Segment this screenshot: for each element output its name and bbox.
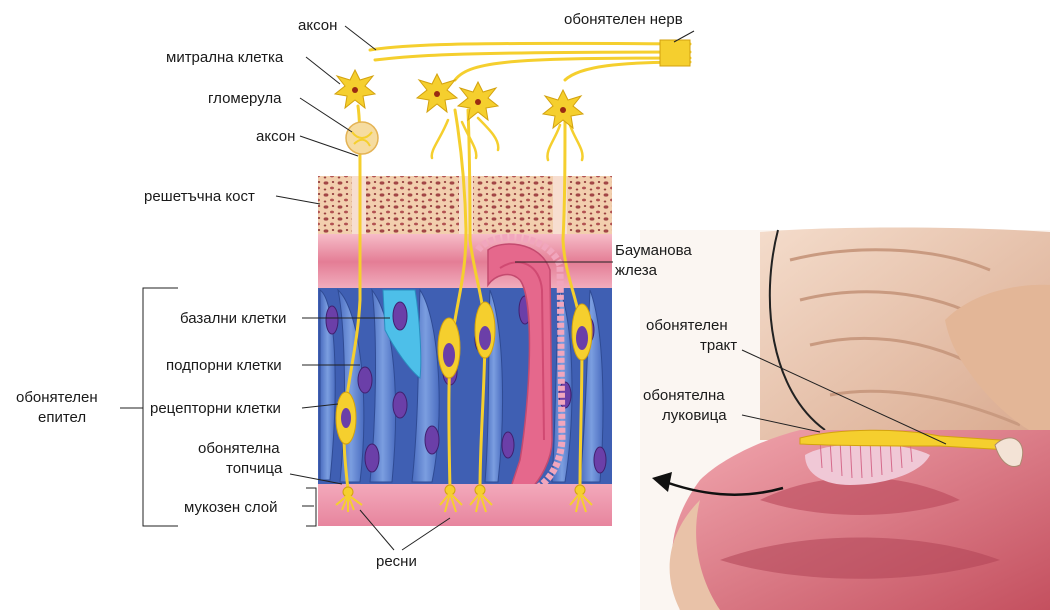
- skull-line: [768, 229, 826, 431]
- axon-bundle-2: [373, 50, 692, 62]
- label-receptor-cells: рецепторни клетки: [150, 400, 281, 417]
- label-olfactory-epithelium-line1: обонятелен: [16, 389, 98, 406]
- label-olfactory-tract-line1: обонятелен: [646, 317, 728, 334]
- label-olfactory-knob-line1: обонятелна: [198, 440, 280, 457]
- label-olfactory-bulb-line2: луковица: [662, 407, 727, 424]
- label-ethmoid-bone: решетъчна кост: [144, 188, 255, 205]
- label-olfactory-tract-line2: тракт: [700, 337, 737, 354]
- mucous-layer: [318, 484, 612, 526]
- olfactory-epithelium-patch: [805, 443, 930, 485]
- glomerulus-fibers: [351, 131, 373, 147]
- label-mitral-cell: митрална клетка: [166, 49, 284, 66]
- nerve-bundle-end: [659, 39, 691, 67]
- nasal-concha-lower: [720, 537, 1000, 579]
- neurons: [342, 41, 692, 492]
- mitral-cell-3: [456, 80, 500, 122]
- label-olfactory-nerve: обонятелен нерв: [564, 11, 683, 28]
- bowman-gland: [475, 233, 566, 496]
- nasal-concha-upper: [760, 477, 960, 515]
- label-cilia: ресни: [376, 553, 417, 570]
- axon-bundle-3: [453, 56, 692, 82]
- brain-frontal-lobe: [760, 227, 1050, 440]
- epithelium: [318, 288, 612, 484]
- cilia: [335, 492, 593, 513]
- label-axon-top: аксон: [298, 17, 337, 34]
- receptor-nuclei: [341, 326, 588, 428]
- nose-skin: [669, 500, 720, 610]
- label-axon: аксон: [256, 128, 295, 145]
- olfactory-knobs: [342, 484, 586, 498]
- mitral-cell-1: [333, 68, 377, 110]
- label-bowman-gland-line2: жлеза: [615, 262, 658, 279]
- receptor-axon-4: [561, 108, 584, 492]
- label-basal-cells: базални клетки: [180, 310, 286, 327]
- receptor-axon-2: [447, 108, 468, 492]
- mitral-cell-2: [415, 72, 459, 114]
- receptor-axon-3: [466, 108, 487, 492]
- label-bowman-gland-line1: Бауманова: [615, 242, 692, 259]
- labels: аксон обонятелен нерв митрална клетка гл…: [16, 11, 737, 570]
- axon-bundle-1: [368, 41, 692, 52]
- label-olfactory-epithelium-line2: епител: [38, 409, 86, 426]
- label-olfactory-knob-line2: топчица: [226, 460, 283, 477]
- label-olfactory-bulb-line1: обонятелна: [643, 387, 725, 404]
- mitral-cells: [333, 68, 585, 130]
- airflow-arrow: [659, 478, 784, 496]
- optic-structure: [994, 437, 1024, 467]
- label-mucous-layer: мукозен слой: [184, 499, 278, 516]
- basal-cell: [382, 289, 422, 379]
- brain-folds: [789, 248, 1021, 427]
- head-section: [640, 227, 1050, 610]
- dendrites-middle: [430, 116, 500, 160]
- leader-lines: [120, 25, 947, 551]
- label-support-cells: подпорни клетки: [166, 357, 282, 374]
- mitral-cell-4: [541, 88, 585, 130]
- brain-lobe-lower: [945, 284, 1050, 440]
- dendrites-right: [546, 123, 584, 162]
- label-glomerulus: гломерула: [208, 90, 282, 107]
- airflow-arrowhead: [652, 472, 672, 492]
